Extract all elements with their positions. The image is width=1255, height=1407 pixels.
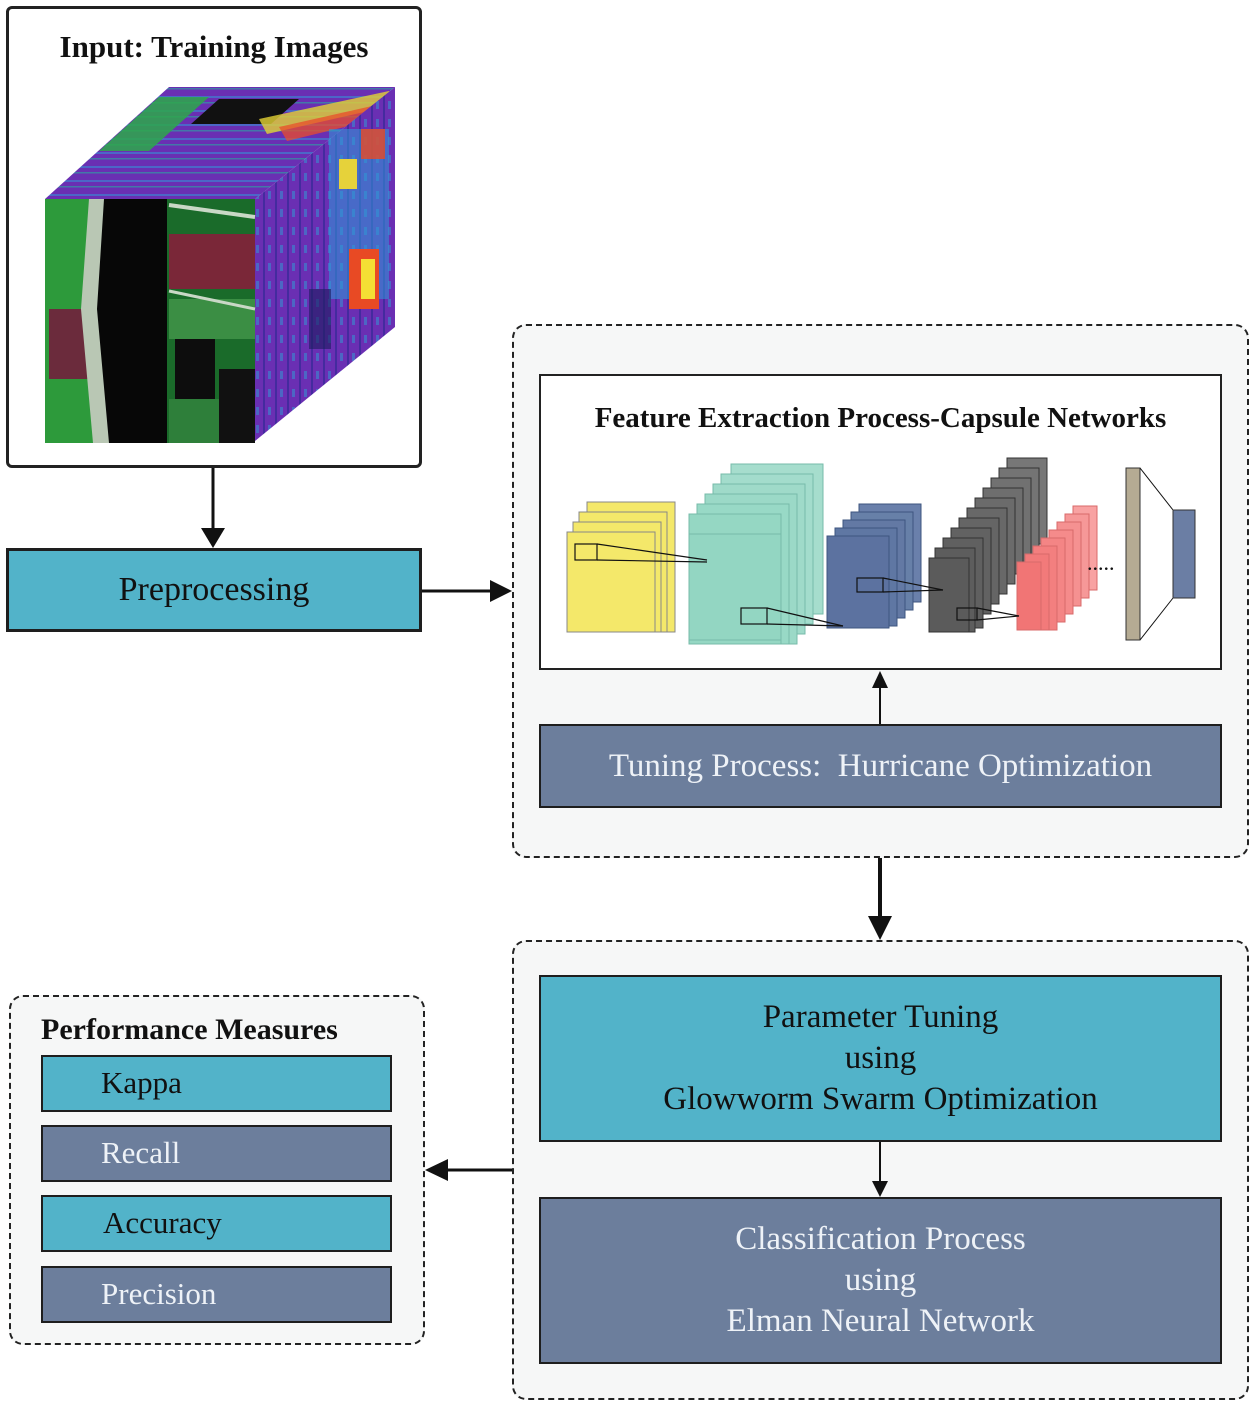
classification-line2: using [844, 1261, 917, 1298]
parameter-tuning-line3: Glowworm Swarm Optimization [663, 1081, 1098, 1118]
input-images-title: Input: Training Images [59, 29, 369, 64]
layer-ellipsis: ..... [1087, 550, 1115, 575]
measure-recall: Recall [41, 1125, 392, 1182]
performance-measures-title: Performance Measures [41, 1013, 338, 1046]
preprocessing-label: Preprocessing [118, 571, 310, 608]
classification-line3: Elman Neural Network [726, 1303, 1035, 1340]
layer-pink [1016, 505, 1098, 631]
dense-layer-tan [1125, 467, 1141, 641]
classification-line1: Classification Process [735, 1220, 1026, 1257]
preprocessing-box: Preprocessing [6, 548, 422, 632]
layer-mint [688, 463, 824, 645]
measure-accuracy-label: Accuracy [103, 1205, 222, 1240]
measure-kappa-label: Kappa [101, 1065, 182, 1100]
output-capsule-layer [1172, 509, 1196, 599]
tuning-process-label: Tuning Process: Hurricane Optimization [608, 747, 1153, 784]
measure-precision-label: Precision [101, 1276, 217, 1311]
hyperspectral-cube-image [45, 87, 395, 443]
input-images-panel: Input: Training Images [6, 6, 422, 468]
parameter-tuning-box: Parameter Tuning using Glowworm Swarm Op… [539, 975, 1222, 1142]
measure-accuracy: Accuracy [41, 1195, 392, 1252]
parameter-tuning-line1: Parameter Tuning [762, 998, 999, 1035]
parameter-tuning-line2: using [844, 1039, 917, 1076]
layer-blue [826, 503, 922, 629]
measure-recall-label: Recall [101, 1135, 181, 1170]
layer-yellow [566, 501, 676, 633]
measure-precision: Precision [41, 1266, 392, 1323]
classification-process-box: Classification Process using Elman Neura… [539, 1197, 1222, 1364]
measure-kappa: Kappa [41, 1055, 392, 1112]
tuning-process-box: Tuning Process: Hurricane Optimization [539, 724, 1222, 808]
feature-extraction-title: Feature Extraction Process-Capsule Netwo… [594, 401, 1167, 434]
capsule-network-panel: Feature Extraction Process-Capsule Netwo… [539, 374, 1222, 670]
capsule-network-diagram: ..... [566, 457, 1196, 645]
